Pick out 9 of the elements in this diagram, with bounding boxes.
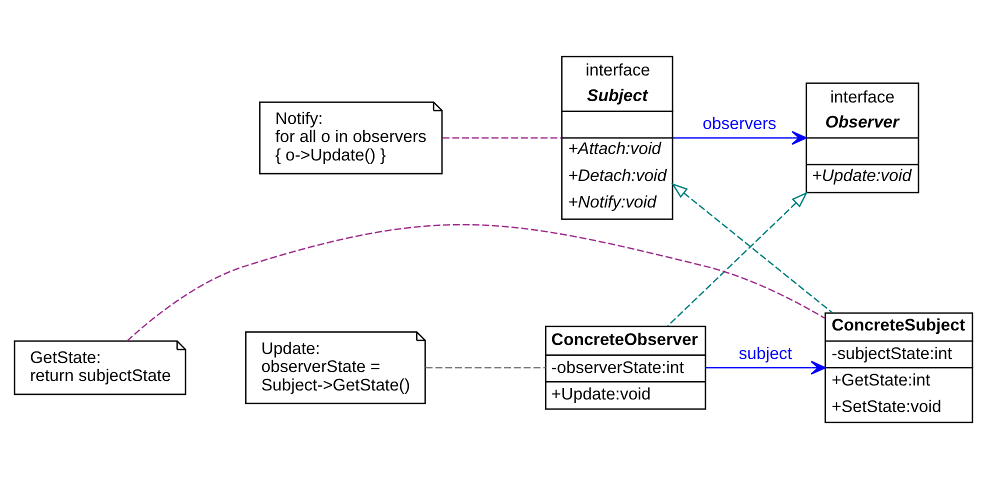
connector	[426, 367, 546, 368]
edge-label: observers	[702, 114, 776, 133]
arrow	[667, 192, 808, 327]
edge-label: subject	[738, 344, 792, 363]
arrow	[706, 360, 826, 375]
connector	[126, 224, 826, 342]
arrow	[672, 130, 807, 145]
arrow	[671, 182, 833, 314]
connector	[442, 137, 562, 139]
